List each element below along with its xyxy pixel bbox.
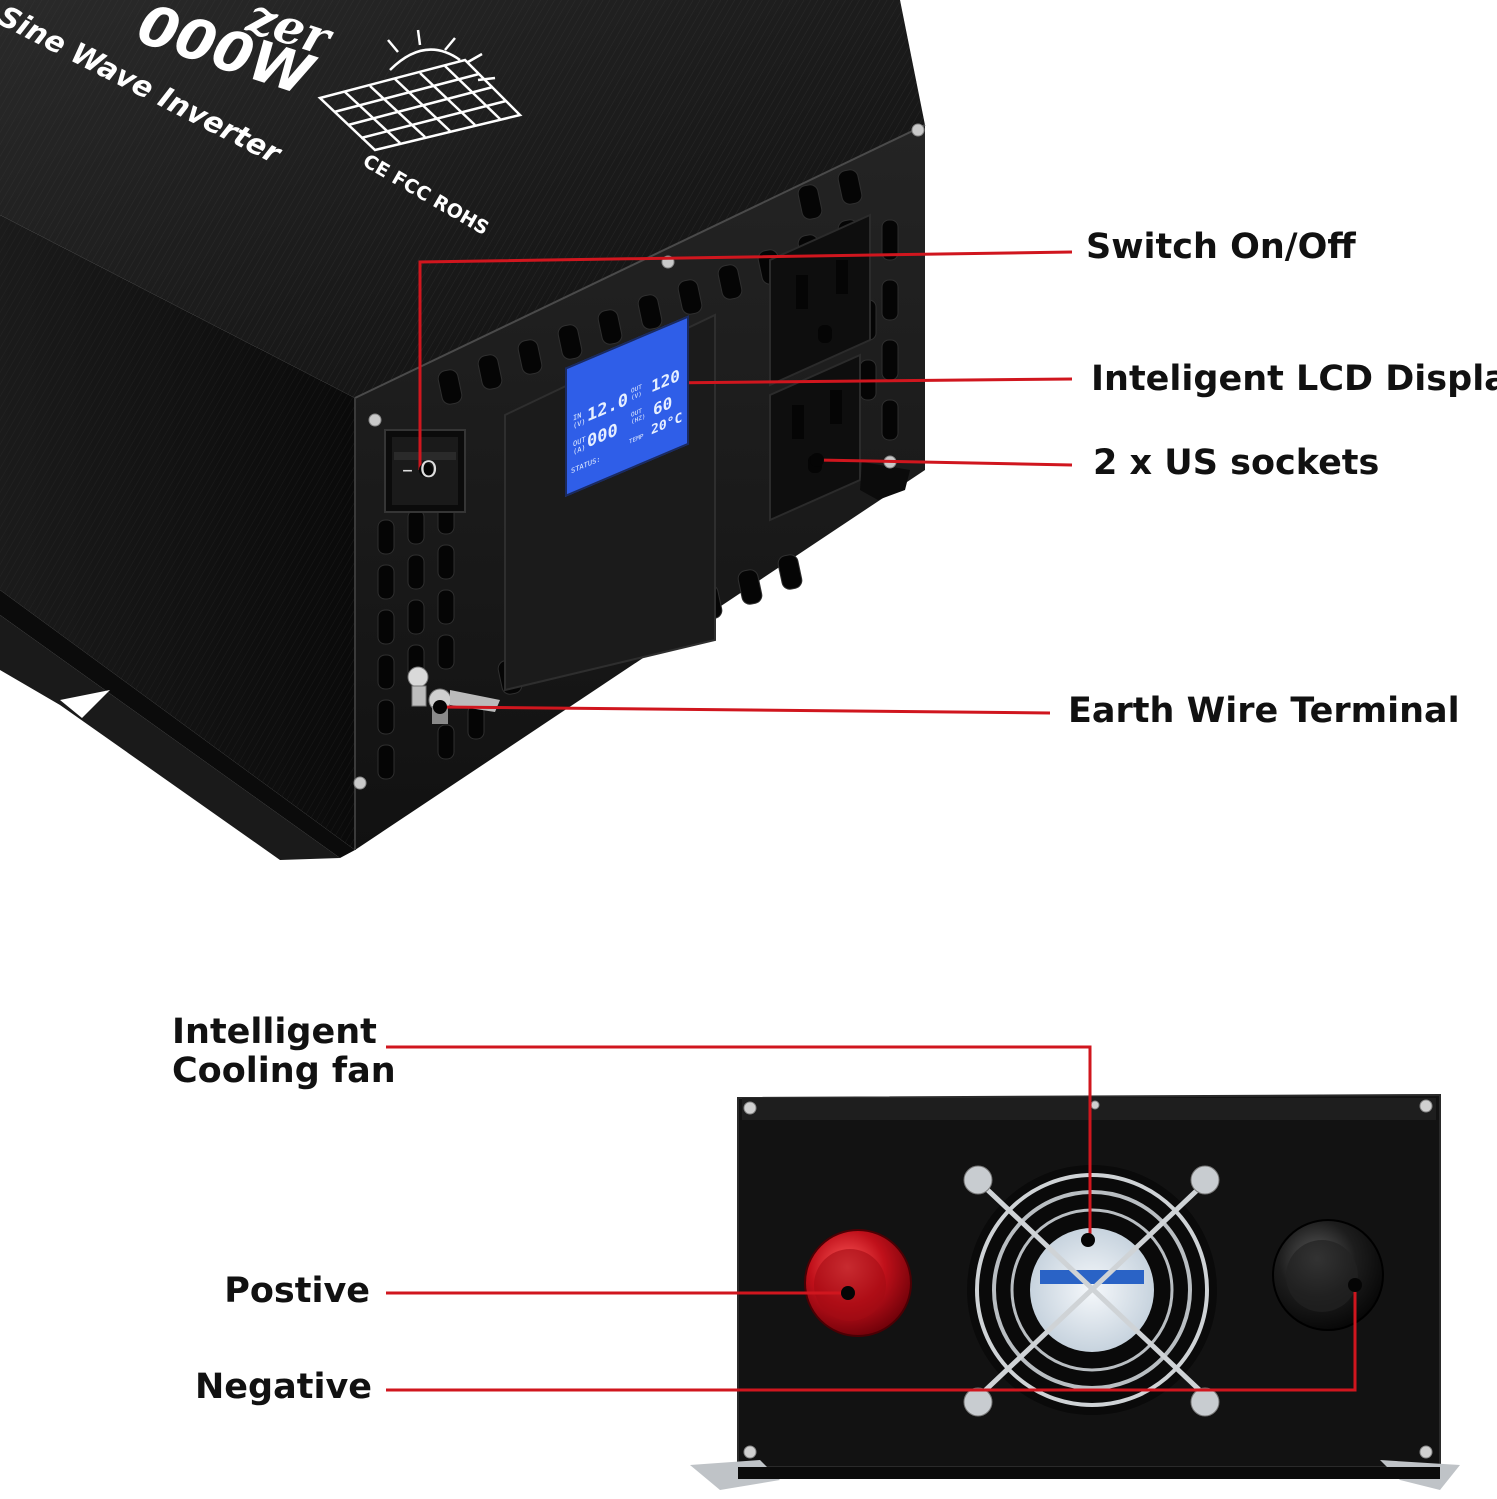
callout-positive: Postive bbox=[224, 1271, 370, 1311]
switch-marks: – O bbox=[402, 458, 438, 483]
cooling-fan bbox=[963, 1165, 1220, 1417]
negative-terminal bbox=[1272, 1219, 1384, 1331]
leader-lines bbox=[386, 250, 1357, 1392]
us-socket-lower bbox=[769, 353, 861, 522]
callout-sockets: 2 x US sockets bbox=[1093, 443, 1380, 483]
leader-negative bbox=[386, 1285, 1357, 1392]
leader-switch bbox=[418, 250, 1073, 470]
leader-fan bbox=[386, 1045, 1092, 1240]
positive-terminal bbox=[804, 1229, 912, 1337]
lcd-out-v-value: 120 bbox=[651, 365, 680, 397]
solar-panel-logo bbox=[317, 29, 523, 152]
leader-earth bbox=[439, 705, 1051, 715]
callout-negative: Negative bbox=[195, 1367, 372, 1407]
lcd-temp-label: TEMP bbox=[629, 432, 644, 446]
leader-sockets bbox=[816, 458, 1073, 467]
callout-fan-line1: Intelligent bbox=[172, 1012, 377, 1052]
lcd-in-value: 12.0 bbox=[587, 389, 628, 427]
lcd-status-label: STATUS: bbox=[571, 454, 601, 476]
callout-fan: Intelligent Cooling fan bbox=[172, 1012, 396, 1092]
callout-earth: Earth Wire Terminal bbox=[1068, 691, 1460, 731]
callout-fan-line2: Cooling fan bbox=[172, 1051, 396, 1092]
callout-lcd: Inteligent LCD Display bbox=[1091, 359, 1497, 399]
leader-lcd bbox=[659, 377, 1073, 385]
callout-switch: Switch On/Off bbox=[1086, 227, 1356, 267]
